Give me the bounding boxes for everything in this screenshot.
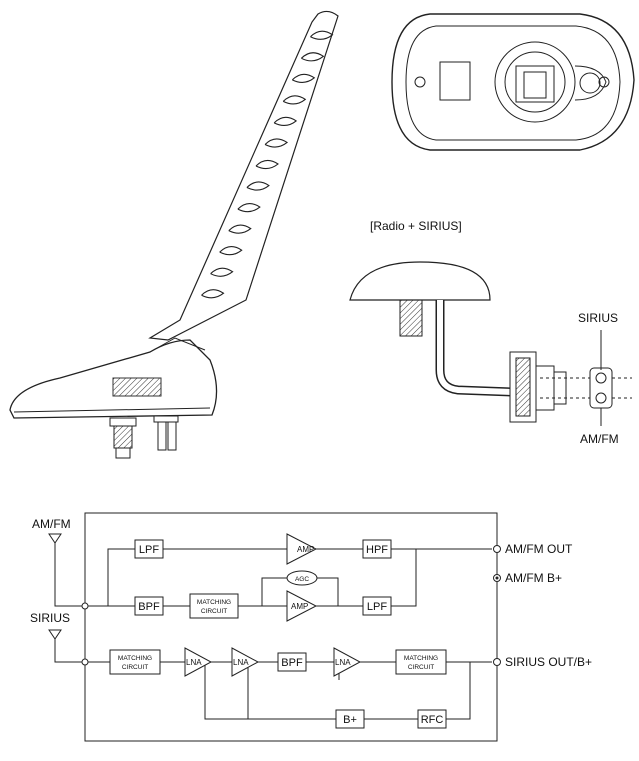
helix-winding	[237, 203, 261, 213]
svg-text:LNA: LNA	[335, 658, 351, 667]
svg-text:LNA: LNA	[233, 658, 249, 667]
helix-winding	[300, 52, 325, 62]
svg-text:LNA: LNA	[186, 658, 202, 667]
block-agc: AGC	[286, 570, 318, 586]
lna-1-triangle: LNA	[184, 647, 213, 677]
svg-text:MATCHING: MATCHING	[197, 599, 231, 606]
block-matching-out: MATCHING CIRCUIT	[395, 649, 447, 675]
helix-winding	[246, 181, 270, 191]
output-label-amfm-bplus: AM/FM B+	[505, 571, 562, 585]
sirius-antenna-icon	[48, 629, 82, 663]
svg-text:AMP: AMP	[291, 602, 308, 611]
amp-top-triangle: AMP	[286, 533, 318, 565]
svg-text:RFC: RFC	[421, 714, 444, 726]
block-bplus: B+	[335, 709, 365, 729]
base-label-plate	[112, 377, 162, 397]
lna-2-triangle: LNA	[231, 647, 260, 677]
input-label-amfm: AM/FM	[32, 517, 71, 531]
svg-text:B+: B+	[343, 714, 357, 726]
base-cable-stub	[153, 415, 179, 451]
svg-text:BPF: BPF	[138, 601, 160, 613]
svg-text:BPF: BPF	[281, 657, 303, 669]
amp-mid-triangle: AMP	[286, 590, 318, 622]
helix-winding	[282, 95, 307, 105]
output-label-amfm-out: AM/FM OUT	[505, 542, 573, 556]
connector-label-amfm: AM/FM	[580, 432, 619, 446]
base-threaded-stud	[109, 417, 137, 459]
svg-text:MATCHING: MATCHING	[404, 655, 438, 662]
helix-winding	[228, 224, 252, 234]
helix-winding	[210, 267, 234, 277]
helix-winding	[219, 246, 243, 256]
block-hpf: HPF	[362, 539, 392, 559]
antenna-mast	[148, 10, 339, 341]
output-label-sirius-out: SIRIUS OUT/B+	[505, 655, 592, 669]
helix-winding	[255, 159, 279, 170]
connector-label-sirius: SIRIUS	[578, 311, 618, 325]
block-matching-mid: MATCHING CIRCUIT	[189, 593, 239, 619]
helix-winding	[291, 73, 316, 83]
svg-text:LPF: LPF	[139, 544, 159, 556]
block-lpf-mid: LPF	[362, 596, 392, 616]
svg-text:HPF: HPF	[366, 544, 388, 556]
svg-text:CIRCUIT: CIRCUIT	[408, 664, 434, 671]
svg-text:MATCHING: MATCHING	[118, 655, 152, 662]
mast-antenna-illustration	[9, 10, 339, 459]
svg-text:CIRCUIT: CIRCUIT	[122, 664, 148, 671]
config-caption: [Radio + SIRIUS]	[370, 219, 462, 233]
helix-winding	[310, 30, 334, 40]
block-rfc: RFC	[417, 709, 447, 729]
side-section-view	[349, 261, 632, 426]
svg-text:LPF: LPF	[367, 601, 387, 613]
svg-text:AGC: AGC	[295, 576, 309, 583]
helix-winding	[273, 116, 298, 127]
lna-3-triangle: LNA	[333, 647, 362, 677]
svg-text:AMP: AMP	[297, 545, 314, 554]
schematic: AM/FM SIRIUS	[30, 512, 592, 742]
block-bpf-low: BPF	[277, 652, 307, 672]
helix-winding	[264, 138, 289, 148]
block-lpf-top: LPF	[134, 539, 164, 559]
block-matching-low: MATCHING CIRCUIT	[109, 649, 161, 675]
input-label-sirius: SIRIUS	[30, 611, 70, 625]
schematic-outline	[84, 512, 498, 742]
block-bpf-mid: BPF	[134, 596, 164, 616]
svg-text:CIRCUIT: CIRCUIT	[201, 608, 227, 615]
helix-winding	[201, 289, 225, 299]
amfm-antenna-icon	[48, 533, 82, 607]
base-underside-view	[391, 13, 635, 151]
mast-helix-windings	[201, 30, 334, 299]
